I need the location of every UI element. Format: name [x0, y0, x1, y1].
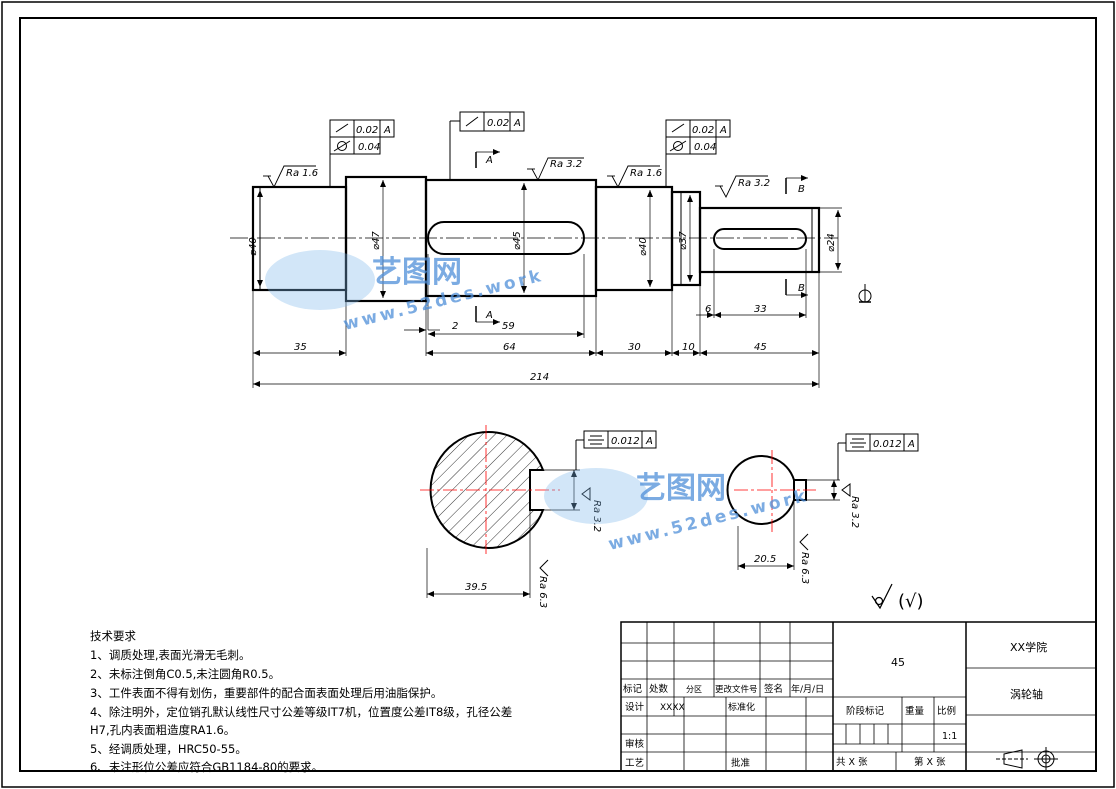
gdt-left-datum: A — [383, 125, 391, 136]
requirement-4-cont: H7,孔内表面粗造度RA1.6。 — [90, 723, 235, 737]
tb-weight: 重量 — [905, 705, 925, 717]
requirement-1: 1、调质处理,表面光滑无毛刺。 — [90, 648, 250, 662]
keyway-main — [427, 221, 585, 255]
dim-dia-step: ⌀37 — [678, 231, 689, 250]
dim-dia-right: ⌀40 — [638, 237, 649, 256]
dim-dia-mid: ⌀47 — [371, 231, 382, 250]
tb-standard: 标准化 — [728, 701, 755, 713]
gdt-body-runout: 0.02 — [487, 118, 509, 129]
dim-64: 64 — [503, 342, 516, 353]
tb-total-sheets: 共 X 张 — [836, 757, 868, 768]
tb-sign: 签名 — [764, 683, 783, 695]
shaft-view — [230, 111, 872, 388]
tb-sheet-no: 第 X 张 — [914, 756, 946, 768]
tb-stage-mark: 阶段标记 — [846, 705, 885, 717]
dim-35: 35 — [294, 342, 307, 353]
requirement-3: 3、工件表面不得有划伤，重要部件的配合面表面处理后用油脂保护。 — [90, 686, 442, 700]
gdt-left-cyl: 0.04 — [358, 142, 380, 153]
title-block — [620, 621, 1097, 772]
dim-dia-end: ⌀24 — [826, 233, 837, 252]
dim-214: 214 — [530, 372, 549, 383]
requirements-title: 技术要求 — [90, 629, 136, 643]
tb-scale-value: 1:1 — [942, 731, 957, 742]
requirement-6: 6、未注形位公差应符合GB1184-80的要求。 — [90, 760, 323, 774]
section-b-bottom: B — [798, 283, 805, 294]
requirement-5: 5、经调质处理，HRC50-55。 — [90, 742, 247, 756]
title-block-text: 45 XX学院 涡轮轴 标记 处数 分区 更改文件号 签名 年/月/日 设计 X… — [623, 640, 1047, 769]
shaft-right-journal — [594, 185, 674, 292]
tb-designer: XXXX — [660, 703, 685, 713]
tb-zone: 分区 — [686, 685, 702, 694]
dim-small-key-offset: 6 — [705, 304, 711, 315]
roughness-sec-a-bottom: Ra 6.3 — [537, 576, 548, 608]
dim-sec-a-depth: 39.5 — [465, 582, 487, 593]
requirement-4: 4、除注明外，定位销孔默认线性尺寸公差等级IT7机，位置度公差IT8级，孔径公差 — [90, 705, 512, 719]
tb-approve: 批准 — [731, 757, 751, 769]
tb-change-doc: 更改文件号 — [715, 684, 758, 695]
tb-mark: 标记 — [623, 683, 643, 695]
svg-text:艺图网: 艺图网 — [636, 471, 726, 506]
general-roughness-note: (√) — [898, 591, 924, 612]
svg-text:艺图网: 艺图网 — [372, 255, 462, 290]
gdt-left-runout: 0.02 — [356, 125, 378, 136]
roughness-sec-b: Ra 3.2 — [849, 496, 860, 528]
sec-a-sym-value: 0.012 — [611, 436, 640, 447]
dim-sec-b-depth: 20.5 — [754, 554, 776, 565]
gdt-right-cyl: 0.04 — [694, 142, 716, 153]
section-a-top: A — [485, 155, 493, 166]
roughness-sec-a: Ra 3.2 — [591, 500, 602, 532]
inner-border — [19, 17, 1097, 772]
dim-keyway-offset: 2 — [452, 321, 458, 332]
keyway-small — [713, 228, 807, 250]
section-a-view — [420, 425, 657, 598]
section-a-bottom: A — [485, 310, 493, 321]
technical-requirements: 技术要求 1、调质处理,表面光滑无毛刺。 2、未标注倒角C0.5,未注圆角R0.… — [90, 629, 512, 774]
gdt-right-datum: A — [719, 125, 727, 136]
material: 45 — [891, 656, 905, 669]
roughness-end: Ra 3.2 — [738, 178, 770, 189]
requirement-2: 2、未标注倒角C0.5,未注圆角R0.5。 — [90, 667, 280, 681]
tb-date: 年/月/日 — [791, 683, 824, 695]
section-b-view — [726, 433, 919, 570]
roughness-left: Ra 1.6 — [286, 168, 318, 179]
roughness-body: Ra 3.2 — [550, 159, 582, 170]
dim-45: 45 — [754, 342, 767, 353]
tb-review: 审核 — [625, 738, 645, 750]
tb-design: 设计 — [625, 701, 645, 713]
tb-count: 处数 — [649, 683, 669, 695]
dim-10: 10 — [682, 342, 695, 353]
roughness-right: Ra 1.6 — [630, 168, 662, 179]
dim-dia-left: ⌀40 — [248, 237, 259, 256]
part-name: 涡轮轴 — [1010, 687, 1043, 701]
general-roughness-symbol — [871, 583, 893, 610]
tb-process: 工艺 — [625, 758, 644, 769]
sec-a-sym-datum: A — [645, 436, 653, 447]
gdt-right-runout: 0.02 — [692, 125, 714, 136]
roughness-sec-b-bottom: Ra 6.3 — [799, 552, 810, 584]
school-name: XX学院 — [1010, 640, 1047, 654]
shaft-end — [698, 206, 821, 274]
dim-30: 30 — [628, 342, 641, 353]
dim-dia-body: ⌀45 — [512, 231, 523, 250]
tb-scale: 比例 — [937, 705, 956, 717]
sec-b-sym-datum: A — [907, 439, 915, 450]
section-b-top: B — [798, 184, 805, 195]
dim-keyway-len: 59 — [502, 321, 515, 332]
sec-b-sym-value: 0.012 — [873, 439, 902, 450]
gdt-body-datum: A — [513, 118, 521, 129]
dim-small-key-len: 33 — [754, 304, 767, 315]
